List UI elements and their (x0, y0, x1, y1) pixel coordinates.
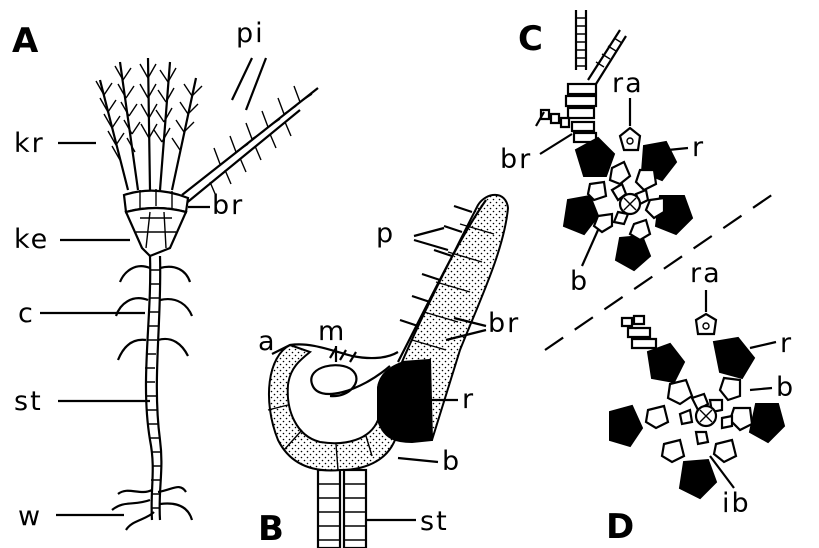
panel-label-b: B (258, 509, 284, 548)
plate-diagram-d (610, 314, 784, 498)
label-r-d: r (780, 328, 793, 359)
panel-d: D ra r b ib (606, 258, 795, 547)
label-ib: ib (722, 488, 751, 519)
label-r-b: r (462, 384, 475, 415)
panel-label-a: A (12, 21, 39, 61)
label-w: w (18, 501, 42, 532)
label-pi: pi (236, 18, 265, 49)
panel-a: A (12, 18, 318, 532)
panel-c: C (500, 10, 782, 350)
panel-label-d: D (606, 507, 634, 547)
label-b-c: b (570, 266, 589, 297)
stalk-drawing (112, 256, 192, 530)
label-br-a: br (212, 190, 244, 221)
label-ra-c: ra (612, 68, 644, 99)
label-ra-d: ra (690, 258, 722, 289)
label-kr: kr (14, 128, 45, 159)
label-br-c: br (500, 144, 532, 175)
label-b-b: b (442, 446, 461, 477)
label-b-d: b (776, 372, 795, 403)
label-ke: ke (14, 224, 49, 255)
label-r-c: r (692, 132, 705, 163)
label-c: c (18, 298, 35, 329)
leader-lines-a (40, 58, 266, 515)
panel-b: B a m p br r b st (258, 195, 520, 548)
crown-drawing (96, 58, 318, 256)
label-st-a: st (14, 386, 43, 417)
panel-label-c: C (518, 19, 543, 59)
label-m: m (318, 316, 346, 347)
label-st-b: st (420, 506, 449, 537)
label-p: p (376, 218, 395, 249)
label-br-b: br (488, 308, 520, 339)
